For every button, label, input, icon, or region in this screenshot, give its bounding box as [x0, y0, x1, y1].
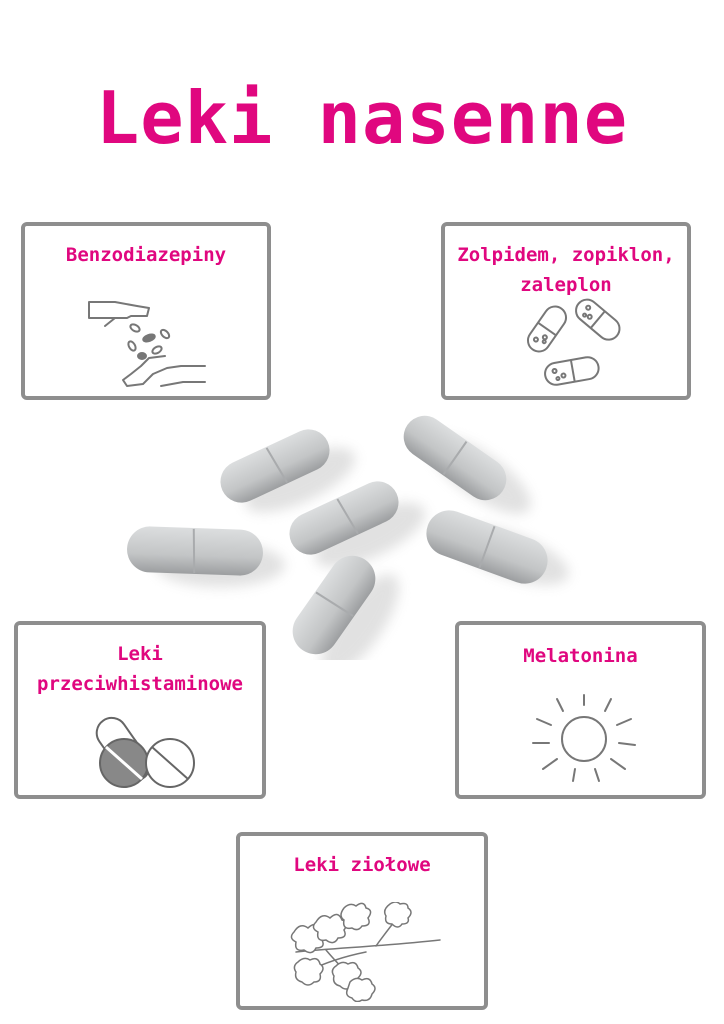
card-melatonina: Melatonina [455, 621, 706, 799]
card-benzodiazepiny: Benzodiazepiny [21, 222, 271, 400]
card-label: Benzodiazepiny [65, 244, 227, 266]
capsules-icon [526, 298, 621, 386]
pill [426, 510, 548, 584]
pills-image [127, 415, 569, 660]
hand-pills-icon [88, 301, 206, 387]
card-przeciwhistaminowe: Leki przeciwhistaminowe [14, 621, 266, 799]
page-title: Leki nasenne [95, 76, 629, 160]
card-label-line1: Zolpidem, zopiklon, [457, 244, 675, 266]
card-label-line1: Leki [117, 643, 163, 665]
card-zolpidem: Zolpidem, zopiklon, zaleplon [441, 222, 691, 400]
card-leki-ziolowe: Leki ziołowe [236, 832, 488, 1010]
card-label: Melatonina [523, 645, 638, 667]
card-label-line2: zaleplon [520, 274, 612, 296]
sun-icon [532, 694, 636, 782]
pill [127, 526, 263, 576]
card-label-line2: przeciwhistaminowe [37, 673, 243, 695]
pill [289, 481, 399, 555]
pill [292, 555, 376, 655]
capsule-tablet-icon [95, 716, 195, 788]
pill [403, 415, 507, 501]
herb-branch-icon [290, 902, 441, 1002]
pill [220, 429, 330, 503]
card-label: Leki ziołowe [293, 854, 431, 876]
